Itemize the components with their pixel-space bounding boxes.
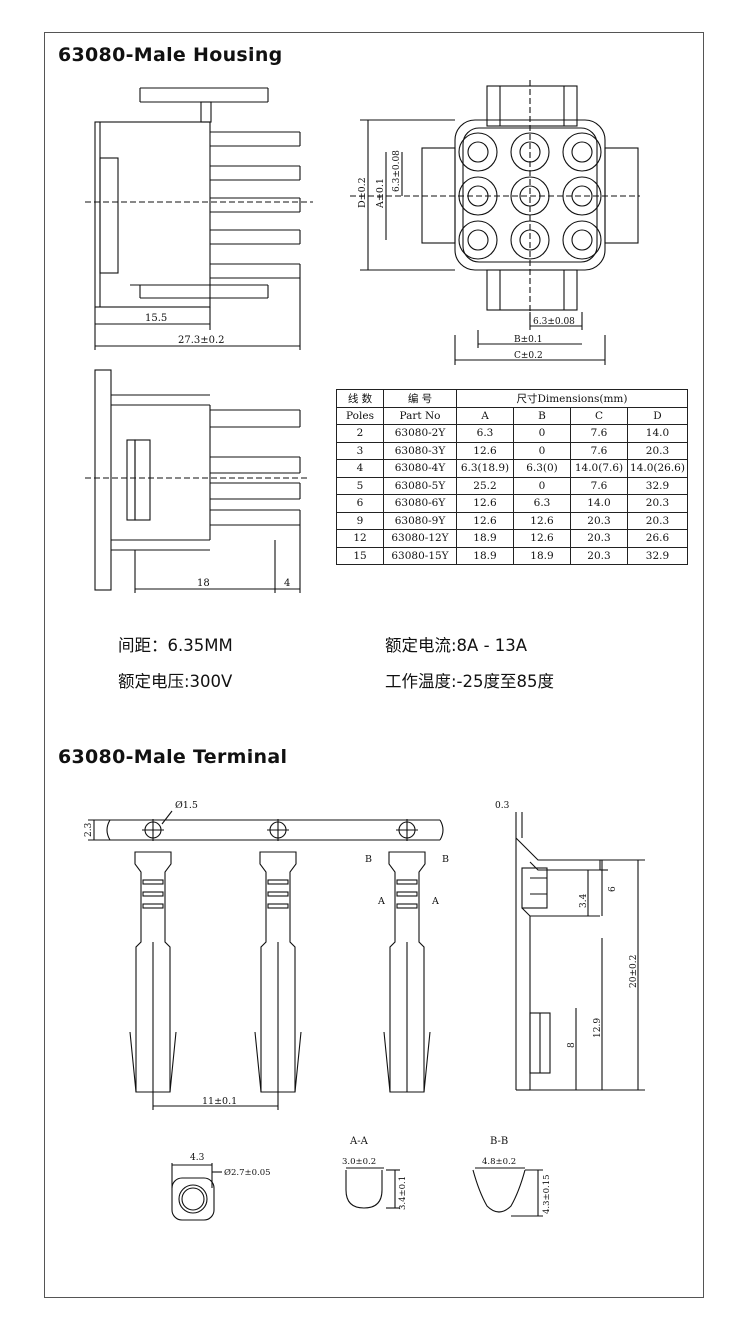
th-poles: Poles [336,406,384,425]
dim-11: 11±0.1 [202,1096,237,1107]
section-b-b: B-B 4.8±0.2 4.3±0.15 [472,1136,552,1217]
section-b-b-label: B-B [490,1136,508,1147]
housing-front-view: D±0.2 A±0.1 6.3±0.08 6.3±0.08 B±0.1 C±0.… [350,80,640,365]
th-partno-cn: 编 号 [383,389,457,408]
dim-4-3: 4.3 [190,1153,205,1163]
section-a-a: A-A 3.0±0.2 3.4±0.1 [342,1136,408,1210]
terminal-strip-view: 2.3 Ø1.5 B B A A 11±0.1 [84,800,449,1110]
dim-pitch-v: 6.3±0.08 [392,150,402,192]
th-d: D [627,406,688,425]
dim-8: 8 [567,1042,577,1048]
section-mark-a-right: A [431,896,439,907]
housing-side-view: 15.5 27.3±0.2 [85,87,313,350]
terminal-title: 63080-Male Terminal [58,746,288,768]
spec-voltage: 额定电压:300V [118,672,233,691]
dim-12-9: 12.9 [593,1018,603,1038]
dim-pitch-h: 6.3±0.08 [533,317,575,327]
dim-bb-height: 4.3±0.15 [542,1174,552,1214]
dim-ring-diameter: Ø2.7±0.05 [224,1167,271,1178]
dim-15-5: 15.5 [145,313,167,324]
dim-27-3: 27.3±0.2 [178,335,225,346]
dimensions-table: 线 数 编 号 尺寸Dimensions(mm) Poles Part No A… [336,389,688,565]
th-poles-cn: 线 数 [336,389,384,408]
section-mark-a-left: A [377,896,385,907]
dim-C: C±0.2 [514,351,543,361]
spec-temperature: 工作温度:-25度至85度 [385,672,555,691]
dim-3-4: 3.4 [579,893,589,908]
dim-2-3: 2.3 [84,822,94,837]
section-mark-b-right: B [442,854,449,865]
spec-current: 额定电流:8A - 13A [385,636,528,655]
cavity-grid [458,132,602,260]
th-partno: Part No [383,406,457,425]
dim-18: 18 [197,578,210,589]
terminal-side-view: 0.3 6 3.4 20±0.2 12.9 8 [495,801,645,1091]
dim-D: D±0.2 [357,177,368,208]
section-mark-b-left: B [365,854,372,865]
spec-pitch: 间距：6.35MM [118,636,233,655]
dim-hole: Ø1.5 [175,800,198,811]
drawing-frame [44,32,704,1298]
dim-4-8: 4.8±0.2 [482,1157,516,1167]
dim-0-3: 0.3 [495,801,510,811]
dim-20: 20±0.2 [629,955,639,988]
dim-4: 4 [284,578,290,589]
th-b: B [513,406,571,425]
section-a-a-label: A-A [349,1136,369,1147]
th-dimensions: 尺寸Dimensions(mm) [456,389,688,408]
dim-B: B±0.1 [514,335,542,345]
housing-title: 63080-Male Housing [58,44,283,66]
housing-bottom-view: 18 4 [85,369,310,593]
dim-6: 6 [608,886,618,892]
th-a: A [456,406,514,425]
dim-3-0: 3.0±0.2 [342,1157,376,1167]
th-c: C [570,406,628,425]
dim-A: A±0.1 [375,178,386,209]
dim-aa-height: 3.4±0.1 [398,1176,408,1210]
terminal-ring-section: 4.3 Ø2.7±0.05 [171,1153,271,1221]
